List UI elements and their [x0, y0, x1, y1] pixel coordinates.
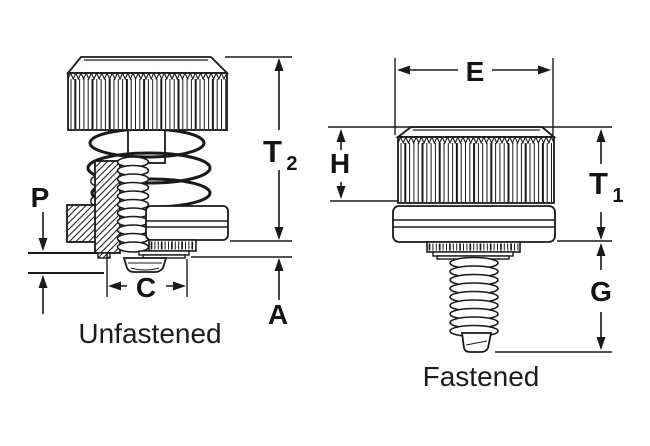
caption-unfastened: Unfastened [78, 318, 221, 349]
dim-label-p: P [31, 182, 50, 213]
dimension-lines [28, 56, 612, 353]
dim-label-c: C [136, 272, 156, 303]
dim-label-t1: T 1 [589, 166, 624, 207]
dim-label-a: A [268, 299, 288, 330]
unfastened-view [66, 56, 230, 273]
dim-label-h: H [330, 148, 350, 179]
dim-label-g: G [590, 276, 612, 307]
caption-fastened: Fastened [423, 361, 540, 392]
fastened-view [392, 126, 557, 353]
dim-label-e: E [466, 56, 485, 87]
dim-label-t2: T 2 [263, 134, 298, 175]
